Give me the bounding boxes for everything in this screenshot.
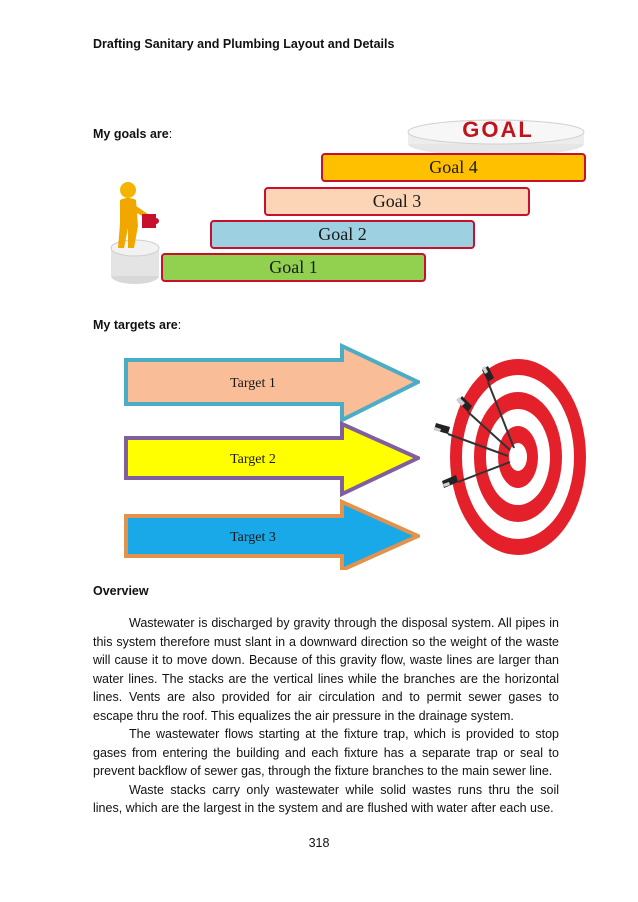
goal-step-3: Goal 3 bbox=[264, 187, 530, 216]
targets-label: My targets are: bbox=[93, 318, 181, 332]
page-number: 318 bbox=[308, 836, 330, 850]
overview-body: Wastewater is discharged by gravity thro… bbox=[93, 614, 559, 818]
goals-label-colon: : bbox=[168, 127, 173, 141]
goal-staircase: GOAL Goal 4 Goal 3 Goal 2 Goal 1 bbox=[86, 112, 586, 307]
goals-label-bold: My goals are bbox=[93, 127, 169, 141]
goal-badge-icon: GOAL bbox=[407, 117, 585, 156]
goal-badge-text: GOAL bbox=[462, 117, 534, 142]
goal-step-4: Goal 4 bbox=[321, 153, 586, 182]
puzzle-figure-icon bbox=[110, 182, 160, 284]
goal-step-2: Goal 2 bbox=[210, 220, 475, 249]
overview-paragraph-2: The wastewater flows starting at the fix… bbox=[93, 727, 559, 778]
target-arrow-2: Target 2 bbox=[124, 420, 420, 498]
goal-step-1: Goal 1 bbox=[161, 253, 426, 282]
goals-label: My goals are: bbox=[93, 127, 172, 141]
target-arrow-1: Target 1 bbox=[124, 342, 420, 424]
overview-paragraph-1: Wastewater is discharged by gravity thro… bbox=[93, 616, 559, 723]
page-header: Drafting Sanitary and Plumbing Layout an… bbox=[93, 37, 395, 51]
target-arrows: Target 1 Target 2 Target 3 bbox=[124, 342, 420, 570]
bullseye-target-icon bbox=[434, 359, 586, 555]
target-label-2: Target 2 bbox=[230, 452, 276, 467]
targets-label-bold: My targets are bbox=[93, 318, 178, 332]
overview-title: Overview bbox=[93, 584, 149, 598]
target-arrow-3: Target 3 bbox=[124, 498, 420, 570]
target-label-1: Target 1 bbox=[230, 376, 276, 391]
overview-paragraph-3: Waste stacks carry only wastewater while… bbox=[93, 782, 559, 816]
target-label-3: Target 3 bbox=[230, 530, 276, 545]
targets-label-colon: : bbox=[177, 318, 182, 332]
